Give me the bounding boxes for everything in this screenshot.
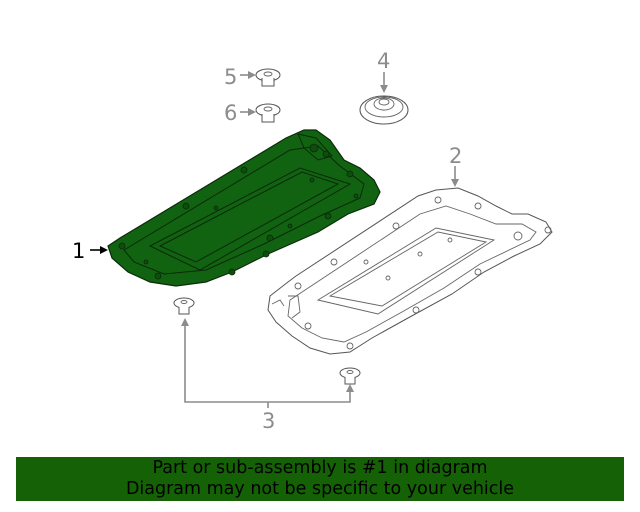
leader-5-arrowhead	[248, 71, 256, 79]
info-banner: Part or sub-assembly is #1 in diagram Di…	[16, 457, 624, 501]
parts-diagram: 1 2 3 4 5 6	[72, 49, 553, 433]
callout-5[interactable]: 5	[224, 65, 237, 89]
leader-3-arrowhead-right	[346, 384, 354, 392]
callout-4[interactable]: 4	[377, 49, 390, 73]
leader-1-arrowhead	[100, 246, 108, 254]
callout-1[interactable]: 1	[72, 239, 85, 263]
leader-2-arrowhead	[451, 179, 459, 187]
leader-3-arrowhead-left	[181, 318, 189, 326]
part-3-clip-right[interactable]	[339, 367, 361, 385]
leader-4-arrowhead	[380, 85, 388, 93]
part-6-clip[interactable]	[255, 103, 281, 123]
callout-2[interactable]: 2	[449, 144, 462, 168]
part-3-clip-left[interactable]	[173, 297, 195, 315]
banner-line-2: Diagram may not be specific to your vehi…	[125, 479, 515, 499]
part-2-shield[interactable]	[267, 187, 553, 355]
part-5-clip[interactable]	[255, 68, 281, 87]
callout-3[interactable]: 3	[262, 409, 275, 433]
callout-6[interactable]: 6	[224, 101, 237, 125]
part-4-grommet[interactable]	[359, 95, 409, 125]
banner-line-1: Part or sub-assembly is #1 in diagram	[152, 458, 488, 478]
leader-6-arrowhead	[248, 108, 256, 116]
part-1-shield-highlighted[interactable]	[107, 129, 381, 287]
leader-3	[184, 322, 351, 408]
